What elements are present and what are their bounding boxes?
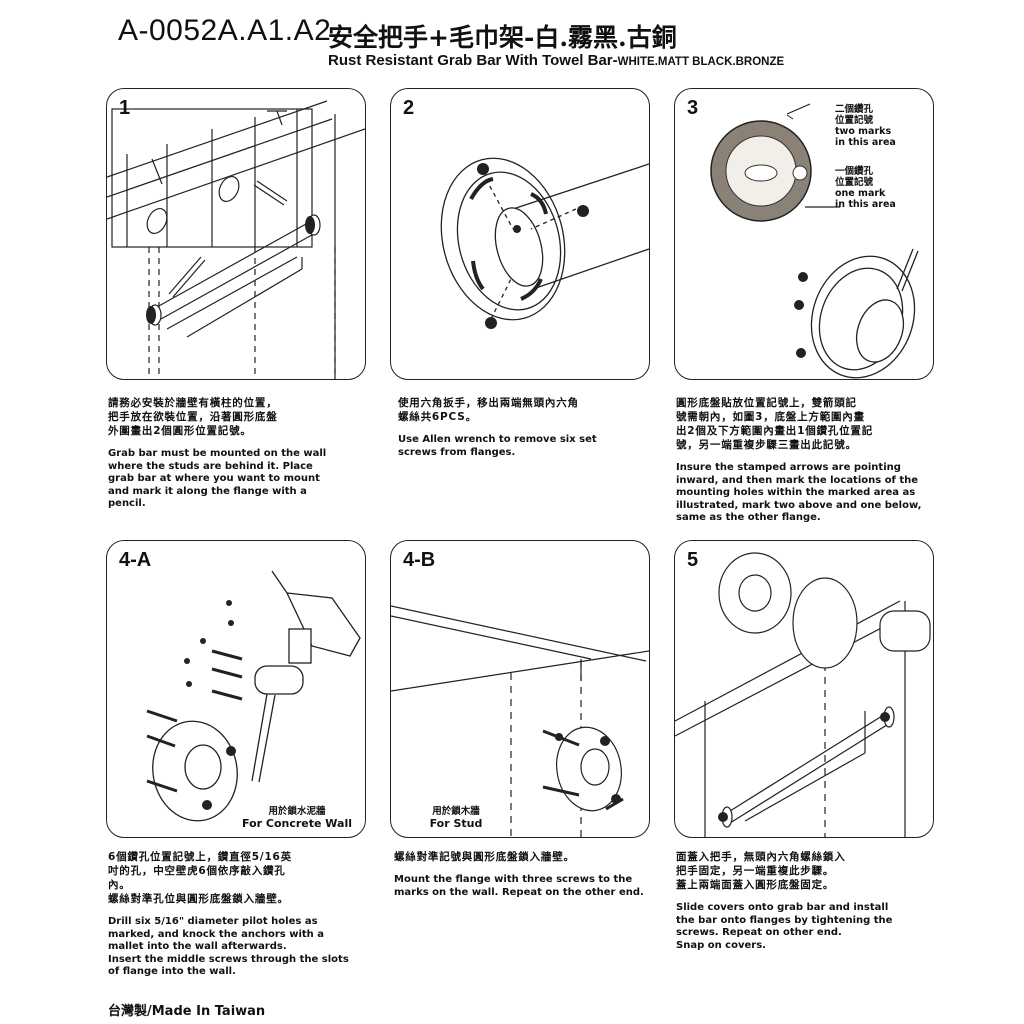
step-4b-text-en: Mount the flange with three screws to th… xyxy=(394,874,644,898)
note-top-cn: 二個鑽孔 位置記號 xyxy=(835,104,874,126)
step-4a-panel: 4-A 用於鎖水泥牆 F xyxy=(106,540,366,838)
step-1-instructions: 請務必安裝於牆壁有橫柱的位置， 把手放在欲裝位置，沿著圓形底盤 外圍畫出2個圓形… xyxy=(108,396,363,511)
step-4a-text-en: Drill six 5/16" diameter pilot holes as … xyxy=(108,916,349,977)
step-5-text-en: Slide covers onto grab bar and install t… xyxy=(676,902,893,951)
step-4b-number: 4-B xyxy=(403,549,436,571)
step-4b-caption: 用於鎖木牆 For Stud xyxy=(401,803,511,830)
step-2-instructions: 使用六角扳手，移出兩端無頭內六角 螺絲共6PCS。 Use Allen wren… xyxy=(398,396,648,459)
step-3-text-cn: 圓形底盤貼放位置記號上，雙箭頭記 號需朝內，如圖3，底盤上方範圍內畫 出2個及下… xyxy=(676,397,874,451)
step-1-number: 1 xyxy=(119,97,131,119)
step-4b-illustration xyxy=(391,605,649,837)
title-english-main: Rust Resistant Grab Bar With Towel Bar- xyxy=(328,52,618,69)
step-5-panel: 5 xyxy=(674,540,934,838)
step-4a-caption-cn: 用於鎖水泥牆 xyxy=(268,806,326,817)
title-chinese: 安全把手+毛巾架-白.霧黑.古銅 xyxy=(328,23,677,52)
step-5-illustration xyxy=(675,552,931,837)
step-2-text-en: Use Allen wrench to remove six set screw… xyxy=(398,434,597,458)
step-5-instructions: 面蓋入把手，無頭內六角螺絲鎖入 把手固定，另一端重複此步驟。 蓋上兩端面蓋入圓形… xyxy=(676,850,931,952)
step-4a-illustration xyxy=(146,570,361,822)
step-3-text-en: Insure the stamped arrows are pointing i… xyxy=(676,462,922,523)
step-3-panel: 3 二個鑽孔 位置記號 two marks in this area 一個鑽孔 … xyxy=(674,88,934,380)
step-3-note-bottom: 一個鑽孔 位置記號 one mark in this area xyxy=(835,155,896,221)
step-4a-text-cn: 6個鑽孔位置記號上，鑽直徑5/16英 吋的孔，中空壁虎6個依序敲入鑽孔 內。 螺… xyxy=(108,851,292,905)
step-4a-caption: 用於鎖水泥牆 For Concrete Wall xyxy=(237,803,357,830)
step-4b-panel: 4-B 用於鎖木牆 For Stud xyxy=(390,540,650,838)
model-number: A-0052A.A1.A2 xyxy=(118,14,332,47)
step-1-text-en: Grab bar must be mounted on the wall whe… xyxy=(108,448,327,509)
step-4a-number: 4-A xyxy=(119,549,152,571)
step-3-number: 3 xyxy=(687,97,699,119)
step-5-number: 5 xyxy=(687,549,699,571)
title-finishes: WHITE.MATT BLACK.BRONZE xyxy=(617,56,785,68)
step-2-text-cn: 使用六角扳手，移出兩端無頭內六角 螺絲共6PCS。 xyxy=(398,397,579,423)
step-4b-text-cn: 螺絲對準記號與圓形底盤鎖入牆壁。 xyxy=(394,851,575,863)
step-4b-caption-en: For Stud xyxy=(429,817,483,830)
step-2-number: 2 xyxy=(403,97,415,119)
step-2-illustration xyxy=(440,157,649,329)
note-top-en: two marks in this area xyxy=(835,126,896,148)
step-3-note-top: 二個鑽孔 位置記號 two marks in this area xyxy=(835,93,896,159)
step-1-panel: 1 xyxy=(106,88,366,380)
step-4b-caption-cn: 用於鎖木牆 xyxy=(432,806,480,817)
note-bottom-en: one mark in this area xyxy=(835,188,896,210)
made-in-label: 台灣製/Made In Taiwan xyxy=(108,1004,266,1019)
step-4a-instructions: 6個鑽孔位置記號上，鑽直徑5/16英 吋的孔，中空壁虎6個依序敲入鑽孔 內。 螺… xyxy=(108,850,363,979)
title-english: Rust Resistant Grab Bar With Towel Bar-W… xyxy=(328,52,784,69)
step-1-illustration xyxy=(107,100,365,379)
step-2-panel: 2 xyxy=(390,88,650,380)
step-5-text-cn: 面蓋入把手，無頭內六角螺絲鎖入 把手固定，另一端重複此步驟。 蓋上兩端面蓋入圓形… xyxy=(676,851,846,891)
step-4a-caption-en: For Concrete Wall xyxy=(242,817,352,830)
note-bottom-cn: 一個鑽孔 位置記號 xyxy=(835,166,874,188)
step-3-illustration xyxy=(710,103,919,379)
step-4b-instructions: 螺絲對準記號與圓形底盤鎖入牆壁。 Mount the flange with t… xyxy=(394,850,649,899)
step-3-instructions: 圓形底盤貼放位置記號上，雙箭頭記 號需朝內，如圖3，底盤上方範圍內畫 出2個及下… xyxy=(676,396,934,525)
step-1-text-cn: 請務必安裝於牆壁有橫柱的位置， 把手放在欲裝位置，沿著圓形底盤 外圍畫出2個圓形… xyxy=(108,397,278,437)
